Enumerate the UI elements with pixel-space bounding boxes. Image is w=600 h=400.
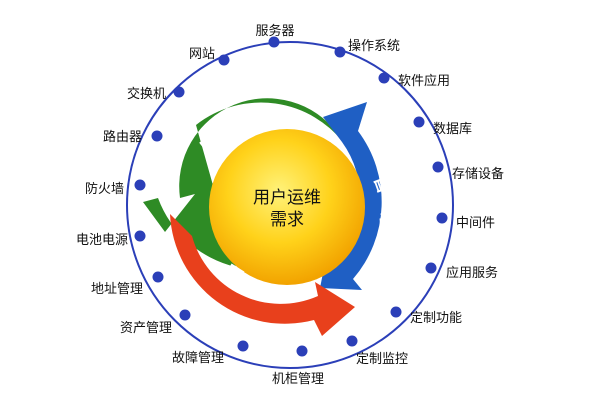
- node-dot-server: [268, 36, 280, 48]
- node-label-os: 操作系统: [348, 38, 400, 54]
- node-dot-app-service: [425, 262, 437, 274]
- node-label-storage: 存储设备: [452, 166, 504, 182]
- node-dot-power: [134, 230, 146, 242]
- node-dot-cabinet: [296, 345, 308, 357]
- outer-ring: [126, 41, 454, 369]
- node-dot-os: [334, 46, 346, 58]
- node-label-software: 软件应用: [398, 73, 450, 89]
- node-label-address: 地址管理: [91, 282, 143, 297]
- node-dot-custom-function: [390, 306, 402, 318]
- node-label-website: 网站: [189, 47, 215, 62]
- node-dot-website: [218, 54, 230, 66]
- node-label-server: 服务器: [255, 23, 294, 39]
- node-label-firewall: 防火墙: [85, 181, 124, 197]
- node-label-app-service: 应用服务: [446, 265, 498, 281]
- node-dot-software: [378, 72, 390, 84]
- node-dot-asset: [179, 309, 191, 321]
- service-arrow: [170, 214, 355, 336]
- node-dot-switch: [173, 86, 185, 98]
- node-label-middleware: 中间件: [456, 216, 495, 231]
- node-label-switch: 交换机: [127, 86, 166, 102]
- node-label-cabinet: 机柜管理: [272, 372, 324, 387]
- node-dot-middleware: [436, 212, 448, 224]
- manage-arrow: [320, 102, 382, 290]
- node-dot-storage: [432, 161, 444, 173]
- node-label-router: 路由器: [103, 129, 142, 145]
- center-text-line2: 需求: [270, 210, 304, 230]
- node-dot-firewall: [134, 179, 146, 191]
- node-dot-router: [151, 130, 163, 142]
- node-label-custom-monitor: 定制监控: [356, 352, 408, 367]
- monitor-char-2: 控: [231, 109, 255, 136]
- center-text-line1: 用户运维: [253, 188, 321, 208]
- node-label-power: 电池电源: [76, 233, 128, 248]
- node-dot-address: [152, 271, 164, 283]
- node-dot-database: [413, 116, 425, 128]
- node-label-fault: 故障管理: [172, 351, 224, 366]
- monitor-arrow: [143, 98, 346, 267]
- node-label-asset: 资产管理: [120, 321, 172, 336]
- manage-char-2: 理: [375, 212, 397, 232]
- core-circle: [209, 129, 365, 285]
- node-label-custom-function: 定制功能: [410, 311, 462, 326]
- node-label-database: 数据库: [433, 121, 472, 137]
- node-dot-custom-monitor: [346, 335, 358, 347]
- node-dot-fault: [237, 340, 249, 352]
